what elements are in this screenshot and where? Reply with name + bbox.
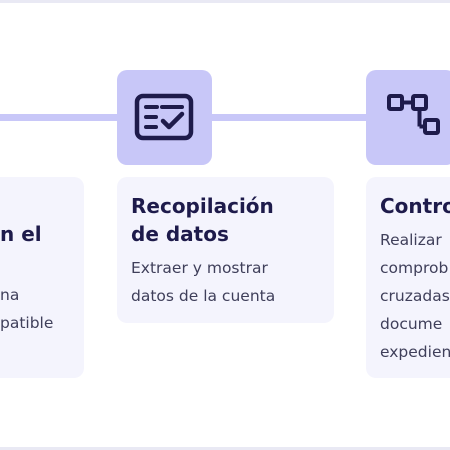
step-3-desc-line-5: expedien: [380, 343, 450, 361]
step-3-title-line-1: Contro: [380, 194, 450, 218]
step-card-3: Contro Realizar comprob cruzadas docume …: [366, 177, 450, 378]
bottom-divider: [0, 447, 450, 450]
top-divider: [0, 0, 450, 3]
step-3-desc-line-1: Realizar: [380, 231, 442, 249]
step-2-desc-line-2: datos de la cuenta: [131, 287, 276, 305]
step-1-title-line-2: n el: [0, 222, 42, 246]
step-2-desc-line-1: Extraer y mostrar: [131, 259, 268, 277]
step-2-title-line-2: de datos: [131, 222, 229, 246]
step-3-desc-line-2: comprob: [380, 259, 449, 277]
step-2-icon-tile: [117, 70, 212, 165]
step-card-2: Recopilación de datos Extraer y mostrar …: [117, 177, 334, 323]
flowchart-hierarchy-icon: [387, 94, 440, 135]
step-3-icon-tile: [366, 70, 450, 165]
step-1-desc-line-2: patible: [0, 314, 54, 332]
step-card-1: n el na patible: [0, 177, 84, 378]
step-2-title-line-1: Recopilación: [131, 194, 274, 218]
step-1-desc-line-1: na: [0, 286, 20, 304]
step-3-desc-line-3: cruzadas: [380, 287, 450, 305]
step-connector-line: [0, 114, 450, 121]
step-3-desc-line-4: docume: [380, 315, 443, 333]
form-checklist-icon: [134, 93, 194, 141]
